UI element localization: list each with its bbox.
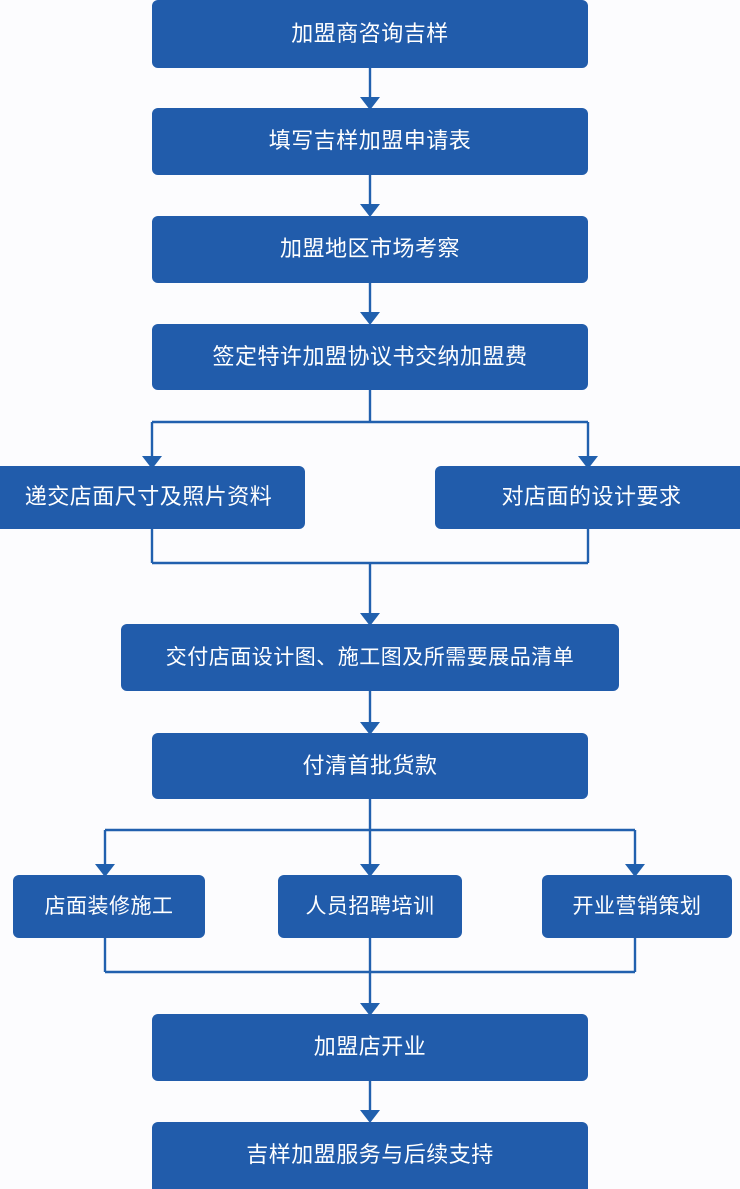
node-n6[interactable]: 对店面的设计要求 <box>435 466 740 529</box>
node-n3-label: 加盟地区市场考察 <box>279 236 460 262</box>
node-n4-label: 签定特许加盟协议书交纳加盟费 <box>212 343 528 369</box>
node-n5-label: 递交店面尺寸及照片资料 <box>24 484 273 510</box>
node-n5[interactable]: 递交店面尺寸及照片资料 <box>0 466 305 529</box>
node-n10[interactable]: 人员招聘培训 <box>278 875 462 938</box>
node-n9-label: 店面装修施工 <box>44 894 174 918</box>
node-n1[interactable]: 加盟商咨询吉样 <box>152 0 588 68</box>
node-n12[interactable]: 加盟店开业 <box>152 1014 588 1081</box>
node-n10-label: 人员招聘培训 <box>305 894 435 918</box>
node-n7-label: 交付店面设计图、施工图及所需要展品清单 <box>165 645 575 669</box>
node-n4[interactable]: 签定特许加盟协议书交纳加盟费 <box>152 324 588 390</box>
node-n6-label: 对店面的设计要求 <box>501 484 682 510</box>
node-n9[interactable]: 店面装修施工 <box>13 875 205 938</box>
node-n2[interactable]: 填写吉样加盟申请表 <box>152 108 588 175</box>
node-n3[interactable]: 加盟地区市场考察 <box>152 216 588 283</box>
node-n11[interactable]: 开业营销策划 <box>542 875 732 938</box>
node-n8-label: 付清首批货款 <box>302 752 438 778</box>
node-n13[interactable]: 吉样加盟服务与后续支持 <box>152 1122 588 1189</box>
node-n2-label: 填写吉样加盟申请表 <box>268 128 472 154</box>
node-n8[interactable]: 付清首批货款 <box>152 733 588 799</box>
node-n7[interactable]: 交付店面设计图、施工图及所需要展品清单 <box>121 624 619 691</box>
node-n13-label: 吉样加盟服务与后续支持 <box>246 1142 494 1168</box>
node-n11-label: 开业营销策划 <box>572 894 702 918</box>
node-n12-label: 加盟店开业 <box>313 1034 427 1060</box>
node-n1-label: 加盟商咨询吉样 <box>291 20 449 46</box>
